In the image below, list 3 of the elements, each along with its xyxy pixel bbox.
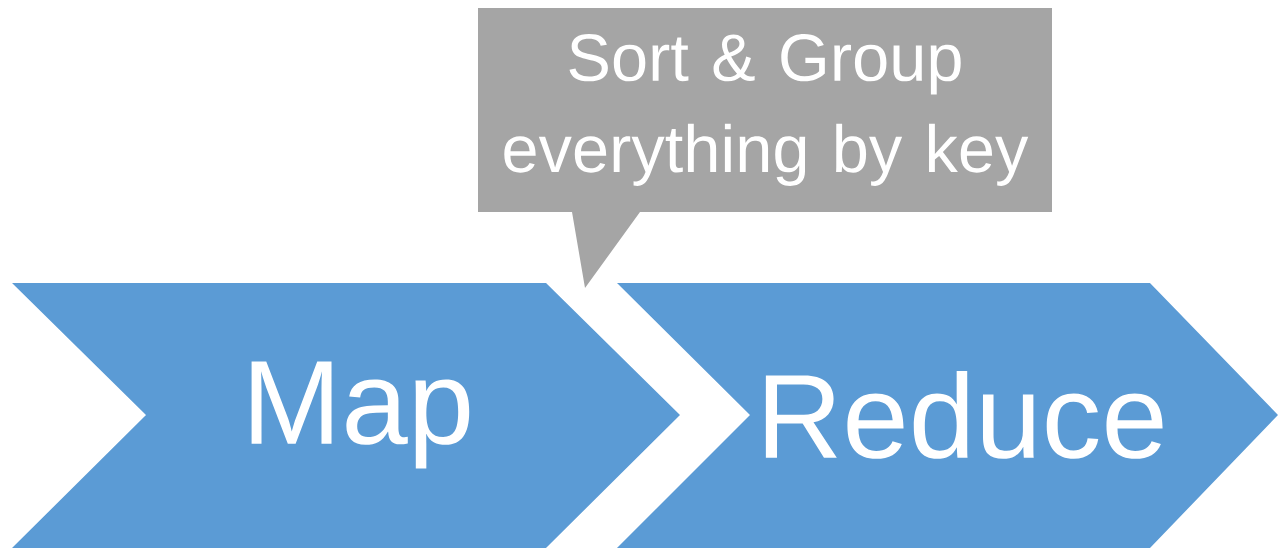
callout-bubble: Sort & Group everything by key bbox=[478, 8, 1052, 288]
chevron-step: Reduce bbox=[617, 283, 1278, 548]
chevron-step: Map bbox=[12, 283, 680, 548]
